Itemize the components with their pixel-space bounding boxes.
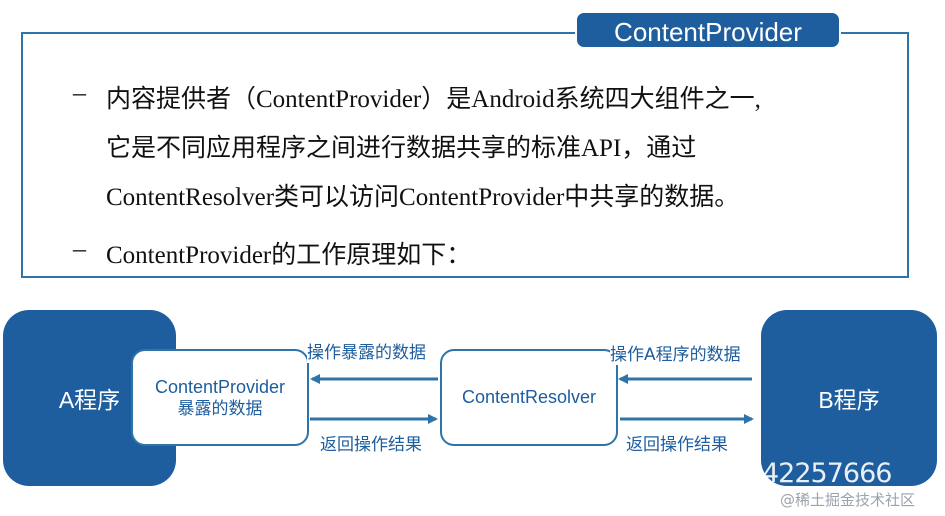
content-provider-subtitle: 暴露的数据 — [177, 398, 263, 419]
edge-label-bottom-right: 返回操作结果 — [626, 430, 728, 455]
content-provider-title: ContentProvider — [154, 376, 286, 397]
bullet-1-line-3: ContentResolver类可以访问ContentProvider中共享的数… — [106, 184, 740, 211]
bullet-dash-1: – — [73, 78, 86, 107]
app-b-label: B程序 — [818, 387, 880, 413]
bullet-1-line-1: 内容提供者（ContentProvider）是Android系统四大组件之一, — [106, 86, 761, 113]
header-title: ContentProvider — [575, 11, 841, 49]
content-resolver-label: ContentResolver — [461, 387, 597, 407]
edge-label-bottom-left: 返回操作结果 — [320, 430, 422, 455]
edge-label-top-left: 操作暴露的数据 — [307, 338, 426, 363]
bullet-2-line-1: ContentProvider的工作原理如下： — [106, 242, 472, 269]
watermark-number: 42257666 — [762, 458, 892, 489]
bullet-1-line-2: 它是不同应用程序之间进行数据共享的标准API，通过 — [106, 135, 697, 162]
content-provider-node: ContentProvider 暴露的数据 — [131, 349, 309, 446]
info-box — [21, 32, 909, 278]
content-resolver-node: ContentResolver — [440, 349, 618, 446]
bullet-dash-2: – — [73, 234, 86, 263]
watermark-site: @稀土掘金技术社区 — [780, 491, 916, 509]
edge-label-top-right: 操作A程序的数据 — [610, 340, 741, 365]
app-a-label: A程序 — [58, 387, 121, 413]
app-b-block: B程序 — [761, 310, 937, 486]
